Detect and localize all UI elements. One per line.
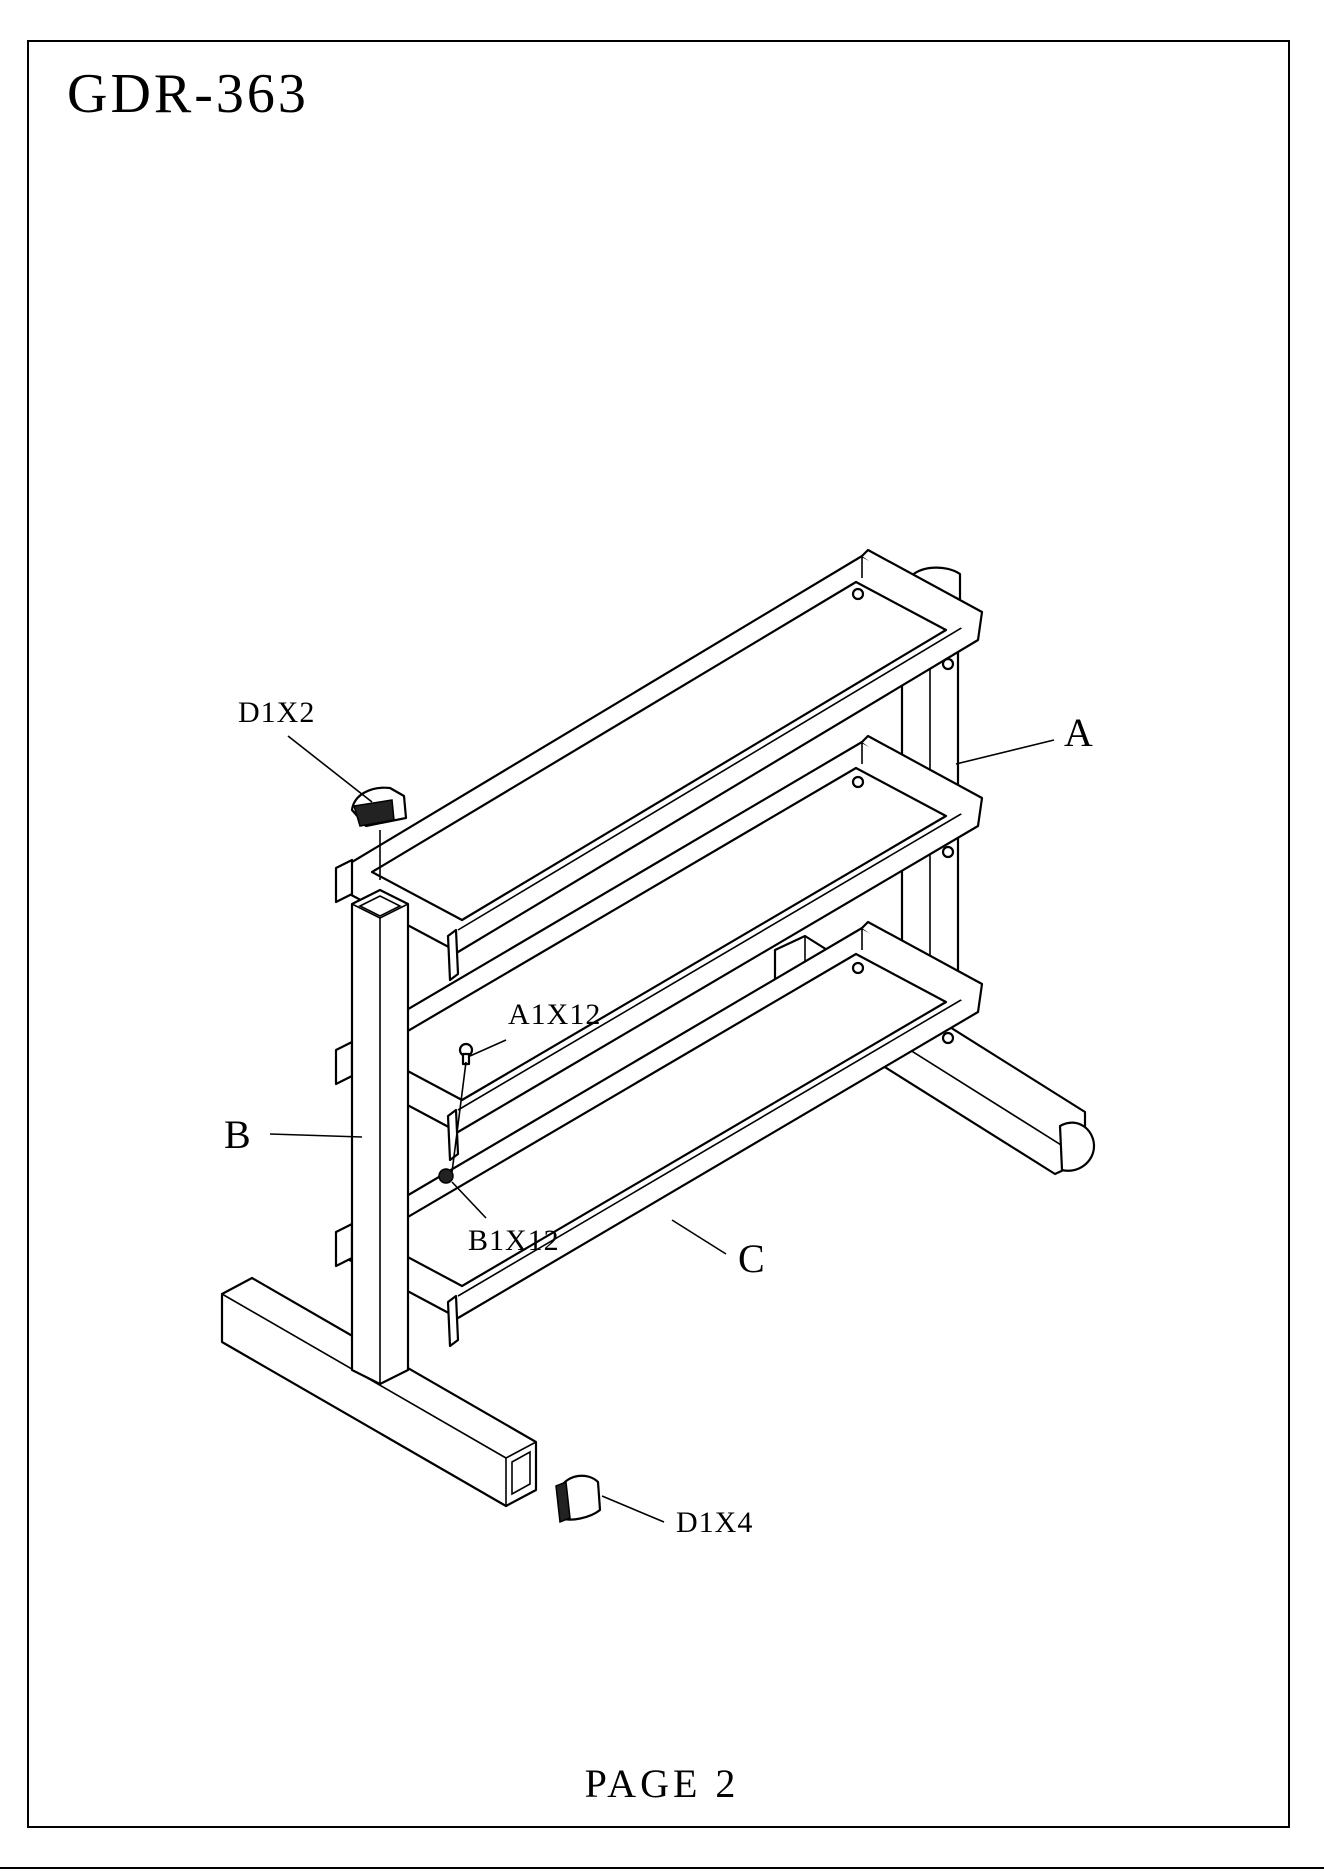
label-b1x12: B1X12 <box>468 1224 560 1257</box>
left-brackets <box>336 860 352 1266</box>
label-d1x4: D1X4 <box>676 1506 753 1539</box>
washer-B1 <box>439 1169 453 1183</box>
label-part-c: C <box>738 1236 765 1281</box>
bottom-rule <box>0 1867 1324 1869</box>
page-number: PAGE 2 <box>0 1760 1324 1807</box>
label-a1x12: A1X12 <box>508 998 601 1031</box>
label-part-b: B <box>224 1112 251 1157</box>
label-part-a: A <box>1064 710 1093 755</box>
foot-end-cap-D1 <box>556 1476 600 1522</box>
label-d1x2: D1X2 <box>238 696 315 729</box>
